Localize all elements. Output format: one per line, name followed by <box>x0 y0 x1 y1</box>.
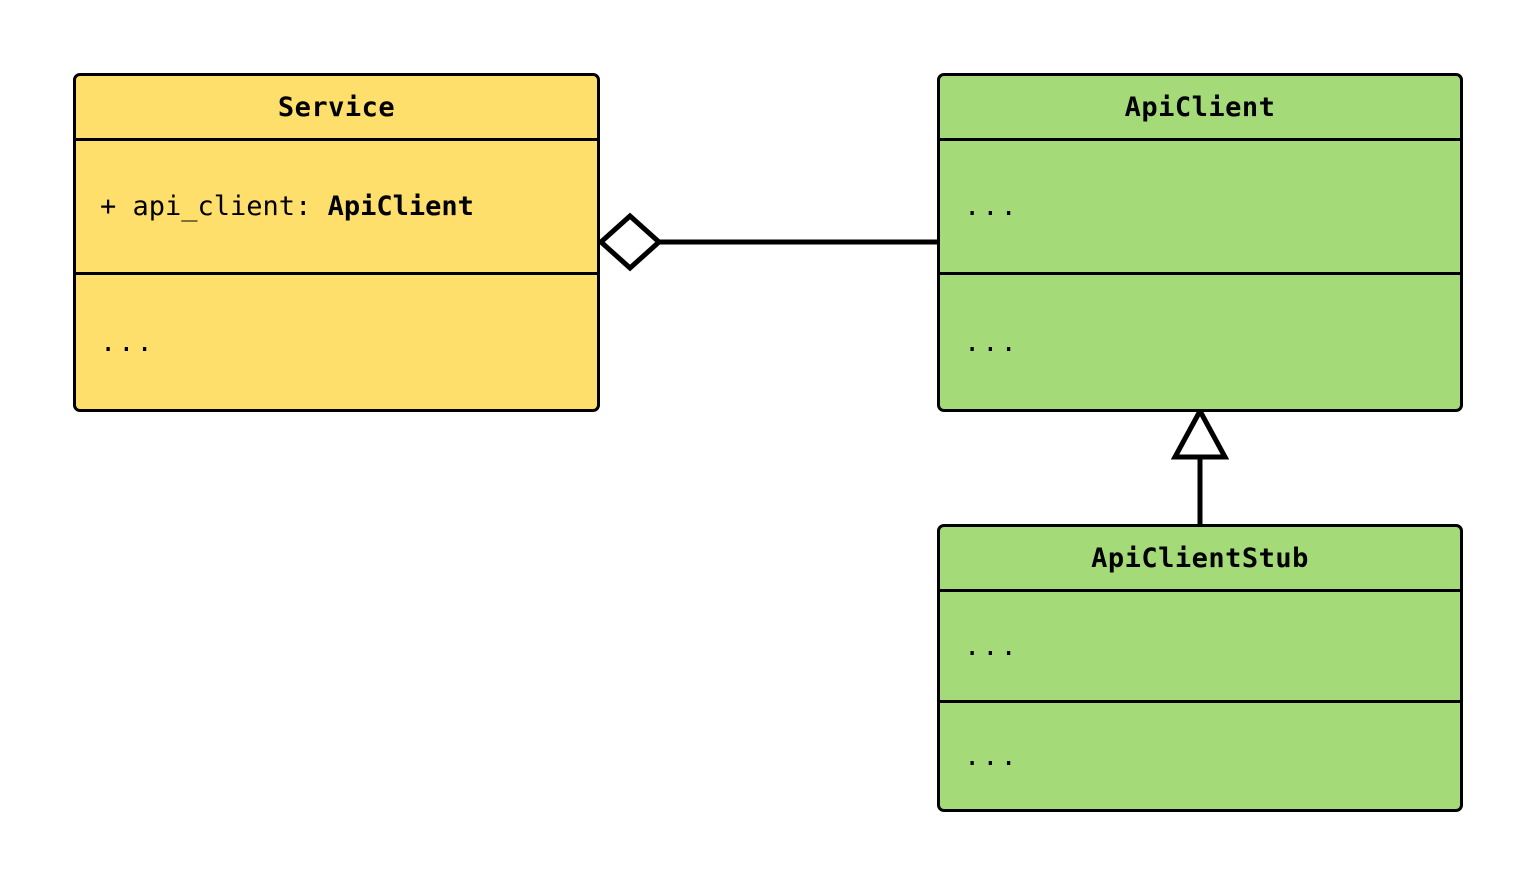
uml-class-service[interactable]: Service + api_client: ApiClient ... <box>73 73 600 412</box>
uml-class-apiclient[interactable]: ApiClient ... ... <box>937 73 1463 412</box>
class-apiclientstub-attributes-compartment: ... <box>940 589 1460 700</box>
class-apiclient-attributes-placeholder: ... <box>964 191 1019 222</box>
class-service-title-compartment: Service <box>76 76 597 138</box>
class-apiclientstub-title-compartment: ApiClientStub <box>940 527 1460 589</box>
class-service-operations-compartment: ... <box>76 272 597 409</box>
uml-class-apiclientstub[interactable]: ApiClientStub ... ... <box>937 524 1463 812</box>
class-apiclient-operations-placeholder: ... <box>964 326 1019 358</box>
class-apiclient-name: ApiClient <box>1124 91 1276 123</box>
class-service-name: Service <box>277 91 396 123</box>
class-apiclient-title-compartment: ApiClient <box>940 76 1460 138</box>
relation-generalization-apiclientstub-apiclient[interactable] <box>1170 405 1230 524</box>
class-service-attributes-compartment: + api_client: ApiClient <box>76 138 597 272</box>
class-apiclient-attributes-compartment: ... <box>940 138 1460 272</box>
aggregation-diamond-icon <box>597 212 663 272</box>
class-apiclientstub-operations-placeholder: ... <box>964 740 1019 772</box>
class-apiclient-operations-compartment: ... <box>940 272 1460 409</box>
class-apiclientstub-operations-compartment: ... <box>940 700 1460 809</box>
attribute-visibility-and-name: + api_client: <box>100 191 328 222</box>
class-apiclientstub-attributes-placeholder: ... <box>964 630 1019 662</box>
generalization-triangle-icon <box>1170 405 1230 460</box>
relation-aggregation-service-apiclient[interactable] <box>597 212 937 272</box>
class-service-operations-placeholder: ... <box>100 326 155 358</box>
attribute-type: ApiClient <box>327 191 474 222</box>
class-service-attribute-api-client: + api_client: ApiClient <box>76 193 474 220</box>
class-apiclientstub-name: ApiClientStub <box>1091 542 1309 574</box>
